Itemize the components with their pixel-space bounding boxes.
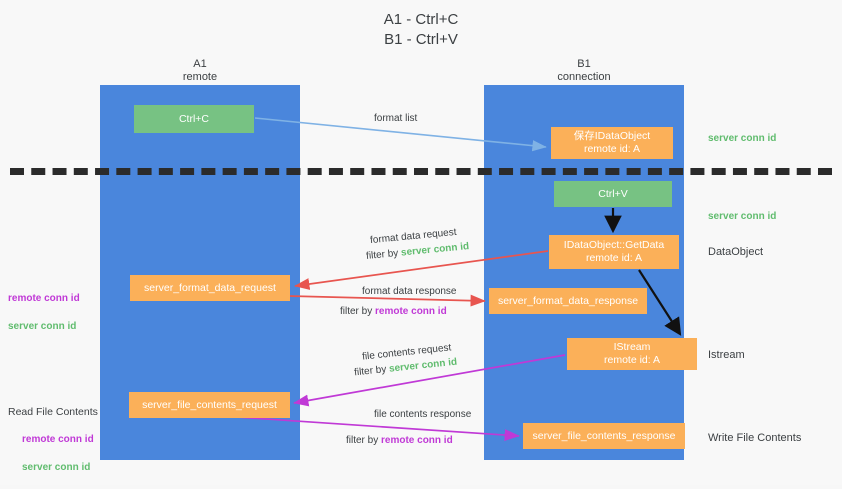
column-header-b1: B1 connection (557, 58, 611, 83)
page-title: A1 - Ctrl+C B1 - Ctrl+V (383, 11, 459, 48)
annotation-write-file-contents: Write File Contents (708, 432, 802, 444)
annotation-dataobject: DataObject (708, 246, 764, 258)
annotation-server-conn-id: server conn id (22, 462, 91, 473)
filter-prefix: filter by (346, 435, 382, 446)
node-server-file-contents-request[interactable]: server_file_contents_request (129, 392, 290, 418)
node-server-file-contents-response[interactable]: server_file_contents_response (523, 423, 685, 449)
column-header-a1: A1 remote (182, 58, 218, 83)
annotation-read-file-contents-group: Read File Contents remote conn id server… (8, 391, 108, 489)
filter-prefix: filter by (353, 363, 390, 379)
edge-label-format-data-response-filter: filter by remote conn id (340, 305, 447, 319)
edge-label-file-contents-response: file contents response (374, 409, 472, 420)
filter-value-remote-conn-id: remote conn id (381, 435, 453, 446)
annotation-server-conn-id-mid: server conn id (708, 211, 777, 222)
annotation-server-conn-id: server conn id (8, 321, 77, 332)
node-istream[interactable]: IStream remote id: A (567, 338, 697, 370)
annotation-remote-conn-id: remote conn id (22, 434, 94, 445)
edge-label-file-contents-response-filter: filter by remote conn id (346, 434, 453, 448)
node-ctrl-c[interactable]: Ctrl+C (134, 105, 254, 133)
annotation-conn-ids-format: remote conn id server conn id (8, 278, 100, 348)
filter-prefix: filter by (365, 247, 402, 262)
node-ctrl-v[interactable]: Ctrl+V (554, 181, 672, 207)
node-save-idataobject[interactable]: 保存IDataObject remote id: A (551, 127, 673, 159)
node-idataobject-getdata[interactable]: IDataObject::GetData remote id: A (549, 235, 679, 269)
annotation-read-file-contents: Read File Contents (8, 406, 98, 418)
edge-label-format-data-response: format data response (362, 286, 457, 297)
annotation-server-conn-id-top: server conn id (708, 133, 777, 144)
node-server-format-data-response[interactable]: server_format_data_response (489, 288, 647, 314)
edge-label-format-list: format list (374, 113, 418, 124)
annotation-istream: Istream (708, 349, 745, 361)
filter-value-remote-conn-id: remote conn id (375, 306, 447, 317)
node-server-format-data-request[interactable]: server_format_data_request (130, 275, 290, 301)
filter-prefix: filter by (340, 306, 376, 317)
phase-divider (10, 168, 832, 175)
annotation-remote-conn-id: remote conn id (8, 293, 80, 304)
